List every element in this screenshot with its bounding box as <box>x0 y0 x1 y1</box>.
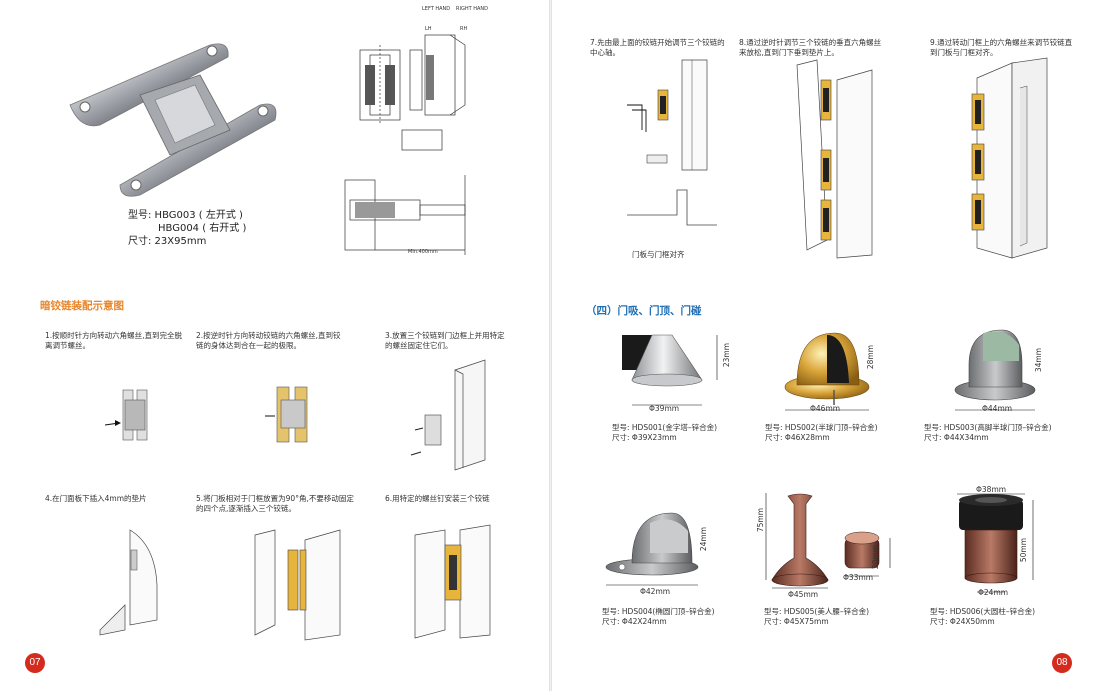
step-1-text: 1.按顺时针方向转动六角螺丝,直到完全脱离调节螺丝。 <box>45 331 183 350</box>
product-hds003-size: 尺寸: Φ44X34mm <box>924 433 989 442</box>
page-gutter <box>549 0 552 691</box>
product-size: 尺寸: 23X95mm <box>128 236 207 247</box>
step-3-illustration <box>410 359 486 471</box>
door-section-drawing <box>344 175 466 255</box>
product-hds002-diameter: Φ46mm <box>810 404 841 413</box>
product-hds003-diameter: Φ44mm <box>982 404 1013 413</box>
product-hds006-model: 型号: HDS006(大圆柱–锌合金) <box>930 607 1036 616</box>
left-page: LEFT HAND RIGHT HAND LH RH Min.400mm 型号:… <box>0 0 549 691</box>
step-4-text: 4.在门面板下插入4mm的垫片 <box>45 494 147 503</box>
product-hds005-image <box>765 493 891 589</box>
product-hds003-height: 34mm <box>1034 348 1043 373</box>
product-hds004-model: 型号: HDS004(椭圆门顶–锌合金) <box>602 607 715 616</box>
step-5-text: 5.将门板相对于门框放置为90°角,不要移动固定的四个点,逐渐插入三个铰链。 <box>196 494 354 513</box>
door-stop-section-title: （四）门吸、门顶、门碰 <box>586 305 702 317</box>
step-7-text: 7.先由最上面的铰链开始调节三个铰链的中心轴。 <box>590 38 725 57</box>
product-hds004-image <box>605 512 699 586</box>
lh-label: LH <box>425 26 432 32</box>
step-9-text: 9.通过转动门框上的六角螺丝来调节铰链直到门板与门框对齐。 <box>930 38 1073 57</box>
product-hds005-diameter-2: Φ33mm <box>843 573 874 582</box>
product-hds001-height: 23mm <box>722 343 731 368</box>
step-7-illustration <box>627 59 708 171</box>
product-hds003-image <box>954 329 1036 411</box>
step-9-illustration <box>971 57 1048 259</box>
step-5-illustration <box>254 529 341 641</box>
product-model-alt: HBG004 ( 右开式 ) <box>158 223 247 234</box>
product-hds006-diameter: Φ24mm <box>978 588 1009 597</box>
door-frame-alignment-drawing <box>627 189 717 226</box>
min-dimension-label: Min.400mm <box>408 249 438 255</box>
product-hds005-height-2: 20mm <box>871 545 880 570</box>
product-hds001-image <box>622 334 718 406</box>
product-hds005-diameter: Φ45mm <box>788 590 819 599</box>
step-6-text: 6.用特定的螺丝钉安装三个铰链 <box>385 494 490 503</box>
product-hds006-image <box>957 493 1034 593</box>
product-hds006-size: 尺寸: Φ24X50mm <box>930 617 995 626</box>
right-hand-label: RIGHT HAND <box>456 6 488 12</box>
hinge-product-image <box>69 43 277 197</box>
hinge-technical-drawing <box>359 34 466 151</box>
right-page: 7.先由最上面的铰链开始调节三个铰链的中心轴。 8.通过逆时针调节三个铰链的垂直… <box>552 0 1103 691</box>
product-hds001-diameter: Φ39mm <box>649 404 680 413</box>
step-1-illustration <box>104 389 148 441</box>
product-hds002-model: 型号: HDS002(半球门顶–锌合金) <box>765 423 878 432</box>
product-hds003-model: 型号: HDS003(高脚半球门顶–锌合金) <box>924 423 1052 432</box>
product-hds001-size: 尺寸: Φ39X23mm <box>612 433 677 442</box>
step-2-text: 2.按逆时针方向转动铰链的六角螺丝,直到铰链的身体达到合在一起的极限。 <box>196 331 341 350</box>
product-hds006-top-diameter: Φ38mm <box>976 485 1007 494</box>
product-hds001-model: 型号: HDS001(金字塔–锌合金) <box>612 423 718 432</box>
product-hds004-size: 尺寸: Φ42X24mm <box>602 617 667 626</box>
page-number-right: 08 <box>1052 653 1072 673</box>
product-hds006-height: 50mm <box>1019 538 1028 563</box>
step-8-text: 8.通过逆时针调节三个铰链的垂直六角螺丝来放松,直到门下垂到垫片上。 <box>739 38 882 57</box>
step-6-illustration <box>414 524 491 639</box>
page-number-left: 07 <box>25 653 45 673</box>
rh-label: RH <box>460 26 468 32</box>
step-2-illustration <box>265 386 308 443</box>
step-8-illustration <box>796 59 873 259</box>
product-model: 型号: HBG003 ( 左开式 ) <box>128 210 243 221</box>
product-hds004-diameter: Φ42mm <box>640 587 671 596</box>
step-3-text: 3.放置三个铰链到门边框上并用特定的螺丝固定住它们。 <box>385 331 505 350</box>
left-hand-label: LEFT HAND <box>422 6 451 12</box>
step-7-caption: 门板与门框对齐 <box>632 250 685 259</box>
install-section-title: 暗铰链装配示意图 <box>40 300 124 312</box>
product-hds005-height: 75mm <box>756 508 765 533</box>
product-hds005-model: 型号: HDS005(美人腰–锌合金) <box>764 607 870 616</box>
product-hds002-image <box>784 332 870 411</box>
step-4-illustration <box>99 529 158 636</box>
product-hds002-height: 28mm <box>866 345 875 370</box>
product-hds002-size: 尺寸: Φ46X28mm <box>765 433 830 442</box>
product-hds005-size: 尺寸: Φ45X75mm <box>764 617 829 626</box>
product-hds004-height: 24mm <box>699 527 708 552</box>
